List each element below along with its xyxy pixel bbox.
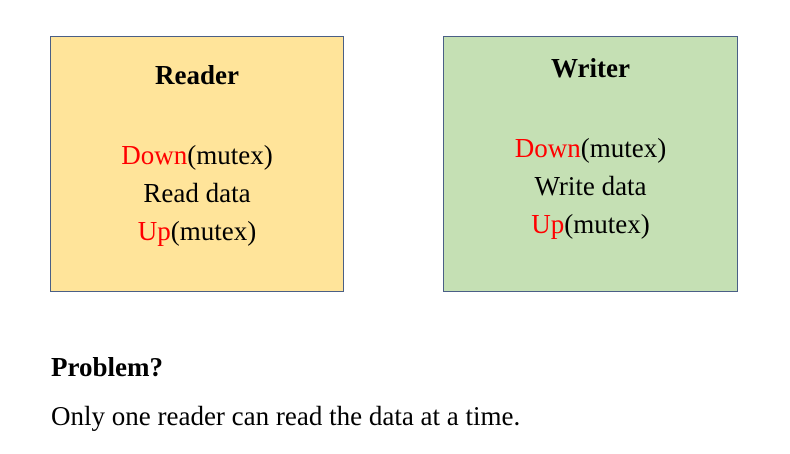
- reader-code: Down(mutex) Read data Up(mutex): [51, 136, 343, 250]
- writer-down-keyword: Down: [514, 133, 581, 163]
- reader-box: Reader Down(mutex) Read data Up(mutex): [50, 36, 344, 292]
- reader-up-arg: (mutex): [170, 216, 257, 246]
- writer-up-keyword: Up: [531, 209, 565, 239]
- reader-line-up: Up(mutex): [51, 212, 343, 250]
- reader-line-down: Down(mutex): [51, 136, 343, 174]
- writer-up-arg: (mutex): [564, 209, 650, 239]
- writer-line-down: Down(mutex): [444, 129, 737, 167]
- problem-description: Only one reader can read the data at a t…: [51, 401, 521, 431]
- writer-line-action: Write data: [534, 171, 647, 201]
- reader-title: Reader: [155, 60, 239, 90]
- problem-heading: Problem?: [51, 352, 163, 382]
- reader-down-arg: (mutex): [187, 140, 273, 170]
- writer-line-up: Up(mutex): [444, 205, 737, 243]
- reader-up-keyword: Up: [137, 216, 171, 246]
- writer-code: Down(mutex) Write data Up(mutex): [444, 129, 737, 243]
- writer-title: Writer: [551, 53, 630, 83]
- reader-down-keyword: Down: [121, 140, 188, 170]
- reader-line-action: Read data: [143, 178, 251, 208]
- writer-box: Writer Down(mutex) Write data Up(mutex): [443, 36, 738, 292]
- writer-down-arg: (mutex): [580, 133, 667, 163]
